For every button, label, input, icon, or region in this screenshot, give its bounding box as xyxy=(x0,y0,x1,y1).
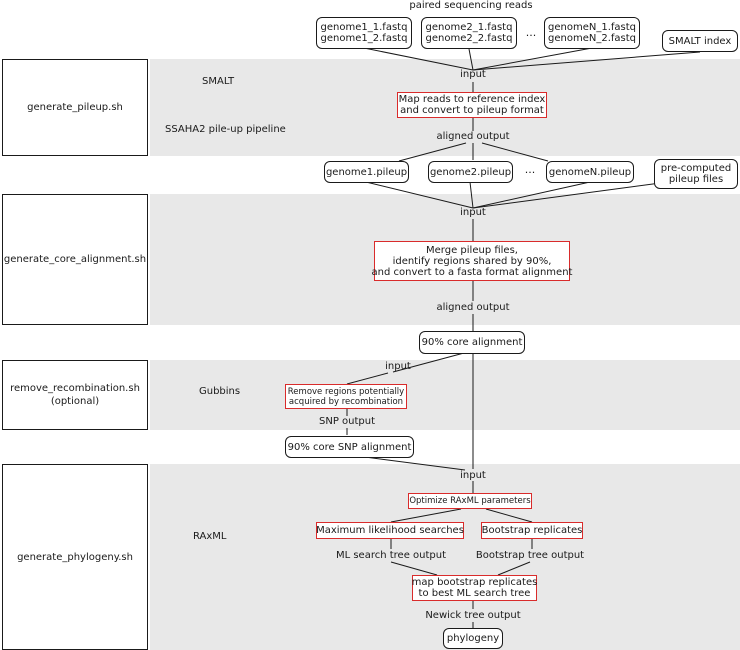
genomeN-fastq-node: genomeN_1.fastq genomeN_2.fastq xyxy=(544,17,640,49)
input-label-4: input xyxy=(460,470,486,481)
remove-regions-process: Remove regions potentially acquired by r… xyxy=(285,384,407,409)
stage-generate-phylogeny: generate_phylogeny.sh xyxy=(2,464,148,650)
tool-smalt: SMALT xyxy=(202,76,235,87)
optimize-raxml-process: Optimize RAxML parameters xyxy=(408,493,532,509)
core-snp-alignment-node: 90% core SNP alignment xyxy=(285,436,414,458)
precomputed-pileup-node: pre-computed pileup files xyxy=(654,159,738,189)
bootstrap-tree-output-label: Bootstrap tree output xyxy=(475,550,585,561)
fastq-ellipsis: ... xyxy=(525,26,537,39)
merge-pileups-process: Merge pileup files, identify regions sha… xyxy=(372,241,572,281)
tool-gubbins: Gubbins xyxy=(199,386,241,397)
aligned-output-label-2: aligned output xyxy=(436,302,510,313)
band-recombination xyxy=(150,360,740,430)
phylogeny-node: phylogeny xyxy=(443,628,503,649)
smalt-index-node: SMALT index xyxy=(662,30,738,52)
stage-generate-core-alignment: generate_core_alignment.sh xyxy=(2,194,148,325)
genome2-fastq-node: genome2_1.fastq genome2_2.fastq xyxy=(421,17,517,49)
genome1-pileup-node: genome1.pileup xyxy=(324,161,409,183)
tool-ssaha: SSAHA2 pile-up pipeline xyxy=(165,124,286,135)
ml-searches-process: Maximum likelihood searches xyxy=(316,522,464,539)
pileup-ellipsis: ... xyxy=(524,163,536,176)
stage-generate-pileup: generate_pileup.sh xyxy=(2,59,148,156)
genome1-fastq-node: genome1_1.fastq genome1_2.fastq xyxy=(316,17,412,49)
map-reads-process: Map reads to reference index and convert… xyxy=(397,92,547,118)
aligned-output-label-1: aligned output xyxy=(436,131,510,142)
map-bootstrap-process: map bootstrap replicates to best ML sear… xyxy=(411,575,538,601)
input-label-3: input xyxy=(385,361,411,372)
input-label-2: input xyxy=(460,207,486,218)
tool-raxml: RAxML xyxy=(193,531,227,542)
snp-output-label: SNP output xyxy=(318,416,376,427)
input-label-1: input xyxy=(460,69,486,80)
stage-remove-recombination: remove_recombination.sh (optional) xyxy=(2,360,148,430)
diagram-header: paired sequencing reads xyxy=(409,0,533,11)
genome2-pileup-node: genome2.pileup xyxy=(428,161,513,183)
ml-tree-output-label: ML search tree output xyxy=(335,550,447,561)
newick-output-label: Newick tree output xyxy=(425,610,521,621)
bootstrap-replicates-process: Bootstrap replicates xyxy=(481,522,583,539)
core-alignment-node: 90% core alignment xyxy=(419,331,525,354)
genomeN-pileup-node: genomeN.pileup xyxy=(546,161,634,183)
